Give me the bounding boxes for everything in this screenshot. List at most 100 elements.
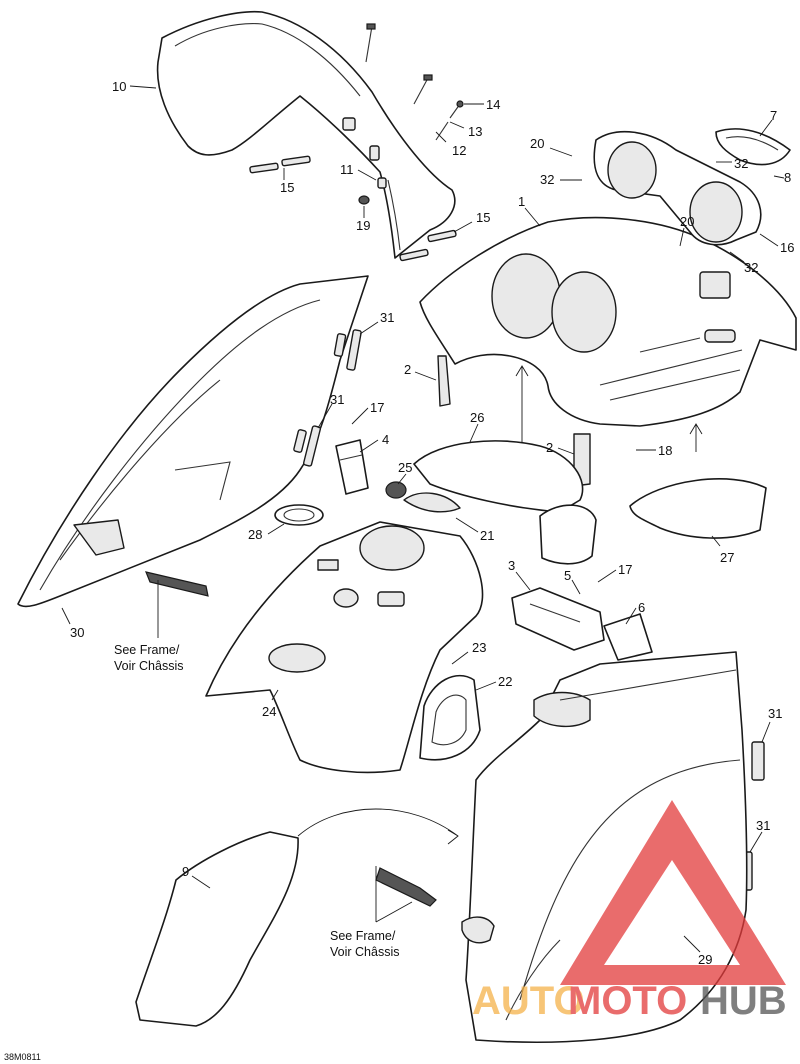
svg-text:26: 26 [470, 410, 484, 425]
pad-27 [629, 478, 767, 539]
callout-31-upper: 31 [359, 310, 394, 335]
callout-5: 5 [564, 568, 581, 595]
bracket-4 [335, 439, 369, 495]
mudflap-9 [135, 831, 299, 1027]
callout-14: 14 [464, 97, 500, 112]
callout-31-right-upper: 31 [761, 706, 782, 743]
callouts: 1 2 2 3 4 5 6 7 8 9 10 11 12 13 14 15 15… [61, 79, 794, 967]
svg-text:16: 16 [780, 240, 794, 255]
clip-15-left [249, 155, 311, 174]
svg-text:15: 15 [280, 180, 294, 195]
clip-2-left [437, 355, 451, 407]
svg-text:2: 2 [404, 362, 411, 377]
callout-17-left: 17 [351, 400, 384, 425]
svg-text:18: 18 [658, 443, 672, 458]
arrow-curve-9 [297, 808, 459, 845]
svg-text:13: 13 [468, 124, 482, 139]
callout-16: 16 [759, 233, 794, 255]
callout-19: 19 [356, 206, 370, 233]
callout-22: 22 [475, 674, 512, 691]
svg-text:Voir Châssis: Voir Châssis [330, 945, 399, 959]
svg-text:See Frame/: See Frame/ [114, 643, 180, 657]
watermark-hub: HUB [700, 979, 787, 1023]
svg-text:21: 21 [480, 528, 494, 543]
svg-text:31: 31 [768, 706, 782, 721]
callout-15-right: 15 [453, 210, 490, 233]
svg-text:14: 14 [486, 97, 500, 112]
svg-text:17: 17 [370, 400, 384, 415]
callout-27: 27 [711, 535, 734, 565]
fasteners-windshield [342, 23, 464, 205]
callout-20-top: 20 [530, 136, 573, 157]
callout-23: 23 [451, 640, 486, 665]
callout-31-right-lower: 31 [749, 818, 770, 853]
svg-text:32: 32 [734, 156, 748, 171]
callout-13: 13 [449, 121, 482, 139]
callout-24: 24 [262, 689, 279, 719]
see-frame-right-bracket [375, 866, 413, 923]
watermark-moto: MOTO [568, 979, 687, 1023]
callout-29: 29 [683, 935, 712, 967]
callout-7: 7 [759, 108, 777, 137]
cover-7 [715, 128, 791, 166]
svg-text:28: 28 [248, 527, 262, 542]
callout-15-left: 15 [280, 168, 294, 195]
callout-1: 1 [518, 194, 541, 227]
plate-6 [603, 613, 653, 661]
callout-28: 28 [248, 523, 285, 542]
svg-text:32: 32 [540, 172, 554, 187]
callout-10: 10 [112, 79, 157, 94]
pad-front [539, 504, 597, 565]
arrow-up-1 [515, 365, 529, 452]
callout-8: 8 [773, 170, 791, 185]
windshield [156, 10, 456, 259]
svg-text:20: 20 [530, 136, 544, 151]
svg-text:15: 15 [476, 210, 490, 225]
bracket-3 [511, 587, 605, 651]
svg-text:31: 31 [380, 310, 394, 325]
svg-text:2: 2 [546, 440, 553, 455]
clip-15-right [399, 229, 457, 262]
grab-handle-left [145, 571, 209, 597]
callout-2-left: 2 [404, 362, 437, 381]
svg-text:7: 7 [770, 108, 777, 123]
watermark-logo: AUTO MOTO HUB [472, 800, 787, 1023]
svg-text:27: 27 [720, 550, 734, 565]
gauge-bracket [593, 130, 762, 246]
svg-text:22: 22 [498, 674, 512, 689]
strip-31-middle [293, 425, 321, 467]
callout-31-middle: 31 [317, 392, 344, 429]
callout-12: 12 [435, 131, 466, 158]
ring-28 [274, 504, 324, 526]
callout-9: 9 [182, 864, 211, 889]
grab-handle-right [375, 867, 437, 907]
callout-17-right: 17 [597, 562, 632, 583]
svg-text:25: 25 [398, 460, 412, 475]
svg-text:24: 24 [262, 704, 276, 719]
callout-11: 11 [340, 162, 377, 181]
callout-2-right: 2 [546, 440, 575, 455]
svg-text:1: 1 [518, 194, 525, 209]
svg-text:10: 10 [112, 79, 126, 94]
watermark-triangle-icon [560, 800, 786, 985]
callout-3: 3 [508, 558, 531, 591]
svg-text:See Frame/: See Frame/ [330, 929, 396, 943]
reference-code: 38M0811 [4, 1052, 41, 1062]
callout-18: 18 [636, 443, 672, 458]
instrument-housing [419, 216, 797, 427]
svg-text:Voir Châssis: Voir Châssis [114, 659, 183, 673]
svg-text:8: 8 [784, 170, 791, 185]
svg-text:31: 31 [330, 392, 344, 407]
watermark-auto: AUTO [472, 979, 585, 1023]
svg-text:20: 20 [680, 214, 694, 229]
callout-26: 26 [469, 410, 484, 443]
callout-25: 25 [397, 460, 412, 485]
svg-text:19: 19 [356, 218, 370, 233]
callout-20-mid: 20 [679, 214, 694, 247]
side-panel-right [461, 651, 748, 1044]
svg-text:23: 23 [472, 640, 486, 655]
svg-text:32: 32 [744, 260, 758, 275]
console-24 [205, 521, 484, 774]
svg-text:5: 5 [564, 568, 571, 583]
